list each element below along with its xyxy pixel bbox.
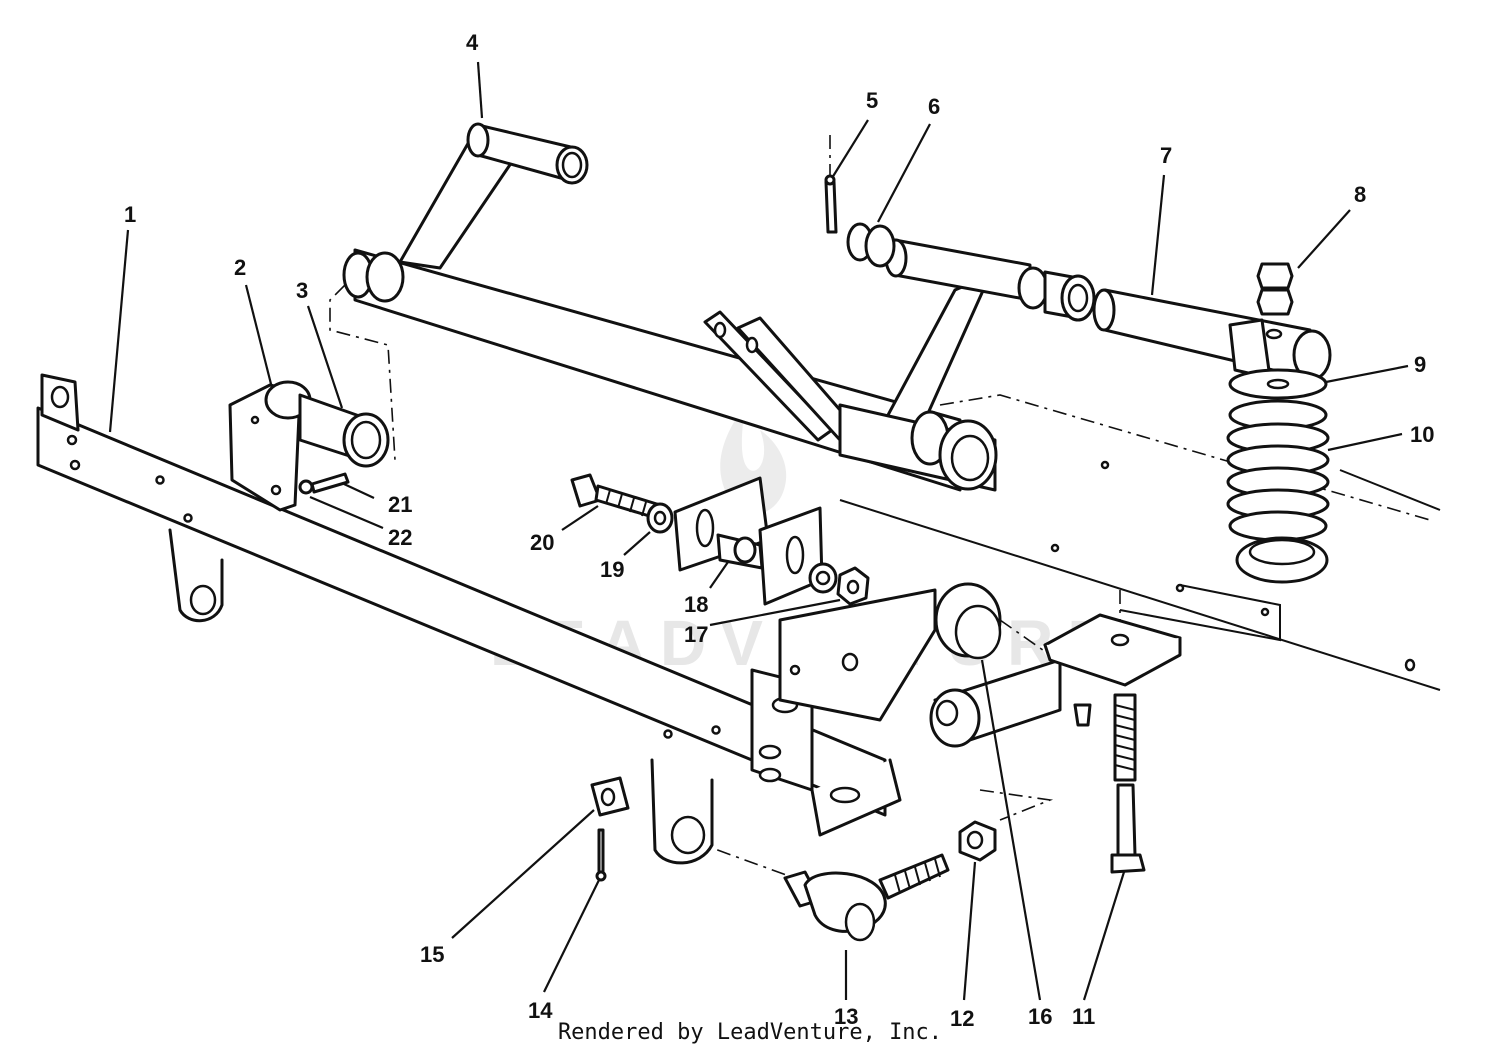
callout-21: 21	[388, 492, 412, 517]
axle-assembly	[342, 122, 1032, 492]
tie-rod-end-13	[783, 853, 950, 942]
callout-labels: 1 2 3 4 5 6 7 8 9 10 11 12 13 14 15 16 1…	[124, 30, 1434, 1031]
callout-5: 5	[866, 88, 878, 113]
callout-6: 6	[928, 94, 940, 119]
castle-nut-14	[590, 776, 630, 817]
bushing-6	[846, 222, 896, 268]
bushing-pair	[1017, 266, 1096, 322]
spring-10	[1226, 399, 1330, 584]
spindle-shaft-7	[1092, 288, 1332, 382]
callout-20: 20	[530, 530, 554, 555]
callout-14: 14	[528, 998, 553, 1023]
washer-nut-17	[808, 562, 870, 606]
cotter-pin-5	[824, 174, 838, 234]
washer-19	[646, 502, 674, 534]
callout-18: 18	[684, 592, 708, 617]
callout-17: 17	[684, 622, 708, 647]
callout-10: 10	[1410, 422, 1434, 447]
callout-4: 4	[466, 30, 479, 55]
callout-2: 2	[234, 255, 246, 280]
pivot-bracket	[228, 380, 390, 512]
right-side-rail	[839, 460, 1441, 691]
nut-12	[958, 820, 997, 862]
callout-15: 15	[420, 942, 444, 967]
callout-12: 12	[950, 1006, 974, 1031]
nuts-8	[1256, 262, 1294, 316]
callout-19: 19	[600, 557, 624, 582]
bolt-11	[1110, 693, 1146, 874]
spring-seat-plate	[1043, 613, 1182, 727]
leader-lines	[108, 61, 1409, 1001]
callout-13: 13	[834, 1004, 858, 1029]
pivot-casting	[778, 582, 1062, 748]
callout-11: 11	[1072, 1004, 1095, 1029]
footer-credit: Rendered by LeadVenture, Inc.	[557, 1020, 943, 1045]
callout-16: 16	[1028, 1004, 1052, 1029]
callout-7: 7	[1160, 143, 1172, 168]
callout-22: 22	[388, 525, 412, 550]
washer-9	[1228, 368, 1328, 400]
cotter-pin-15	[595, 828, 607, 882]
callout-9: 9	[1414, 352, 1426, 377]
callout-8: 8	[1354, 182, 1366, 207]
bolt-20	[570, 473, 662, 520]
callout-1: 1	[124, 202, 136, 227]
axle-mount-plate	[673, 476, 824, 606]
callout-3: 3	[296, 278, 308, 303]
frame-bar	[36, 373, 887, 865]
